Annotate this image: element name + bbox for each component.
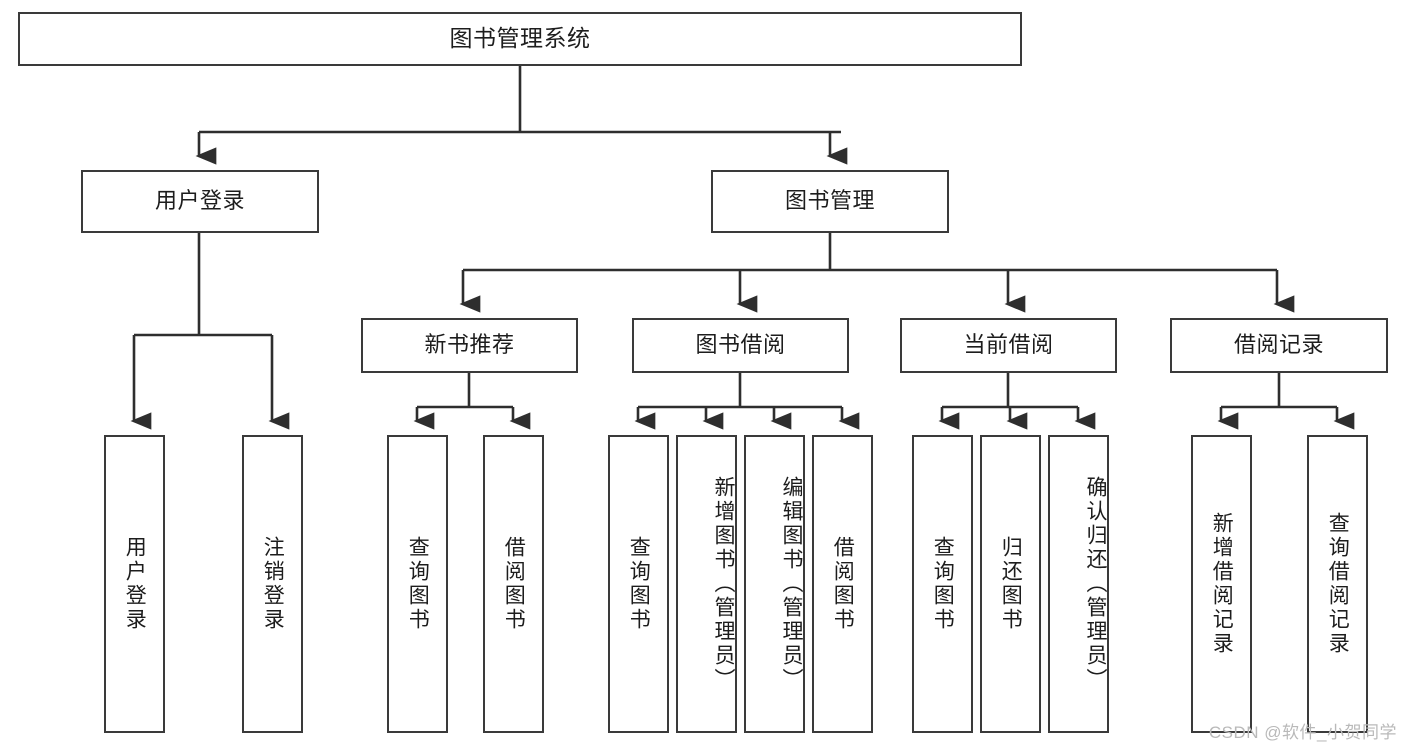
node-label: 确认归还（管理员） — [1084, 476, 1107, 692]
leaf-recommend-borrow-book[interactable]: 借阅图书 — [483, 435, 544, 733]
leaf-record-add-borrow-record[interactable]: 新增借阅记录 — [1191, 435, 1252, 733]
leaf-recommend-query-book[interactable]: 查询图书 — [387, 435, 448, 733]
node-label: 编辑图书（管理员） — [780, 476, 803, 692]
leaf-borrow-edit-book-admin[interactable]: 编辑图书（管理员） — [744, 435, 805, 733]
node-user-login[interactable]: 用户登录 — [81, 170, 319, 233]
node-label: 查询图书 — [931, 536, 955, 632]
node-label: 借阅记录 — [1233, 332, 1324, 358]
node-label: 查询借阅记录 — [1326, 512, 1350, 656]
leaf-borrow-borrow-book[interactable]: 借阅图书 — [812, 435, 873, 733]
node-label: 当前借阅 — [963, 332, 1054, 358]
node-label: 查询图书 — [406, 536, 430, 632]
node-label: 图书管理系统 — [449, 25, 591, 52]
leaf-borrow-query-book[interactable]: 查询图书 — [608, 435, 669, 733]
leaf-current-return-book[interactable]: 归还图书 — [980, 435, 1041, 733]
node-label: 借阅图书 — [831, 536, 855, 632]
csdn-watermark: CSDN @软件_小贺同学 — [1208, 723, 1397, 742]
node-label: 用户登录 — [154, 188, 245, 214]
node-current-borrow[interactable]: 当前借阅 — [900, 318, 1117, 373]
node-label: 新增借阅记录 — [1210, 512, 1234, 656]
node-label: 归还图书 — [999, 536, 1023, 632]
node-label: 用户登录 — [123, 536, 147, 632]
node-label: 图书借阅 — [695, 332, 786, 358]
leaf-borrow-add-book-admin[interactable]: 新增图书（管理员） — [676, 435, 737, 733]
node-label: 图书管理 — [784, 188, 875, 214]
node-label: 新增图书（管理员） — [712, 476, 735, 692]
node-root-book-management-system[interactable]: 图书管理系统 — [18, 12, 1022, 66]
node-label: 新书推荐 — [424, 332, 515, 358]
node-book-borrow[interactable]: 图书借阅 — [632, 318, 849, 373]
node-label: 借阅图书 — [502, 536, 526, 632]
node-new-book-recommend[interactable]: 新书推荐 — [361, 318, 578, 373]
leaf-current-confirm-return-admin[interactable]: 确认归还（管理员） — [1048, 435, 1109, 733]
node-borrow-record[interactable]: 借阅记录 — [1170, 318, 1388, 373]
leaf-current-query-book[interactable]: 查询图书 — [912, 435, 973, 733]
node-book-management[interactable]: 图书管理 — [711, 170, 949, 233]
leaf-user-login-logout[interactable]: 注销登录 — [242, 435, 303, 733]
leaf-user-login-login[interactable]: 用户登录 — [104, 435, 165, 733]
node-label: 查询图书 — [627, 536, 651, 632]
leaf-record-query-borrow-record[interactable]: 查询借阅记录 — [1307, 435, 1368, 733]
node-label: 注销登录 — [261, 536, 285, 632]
